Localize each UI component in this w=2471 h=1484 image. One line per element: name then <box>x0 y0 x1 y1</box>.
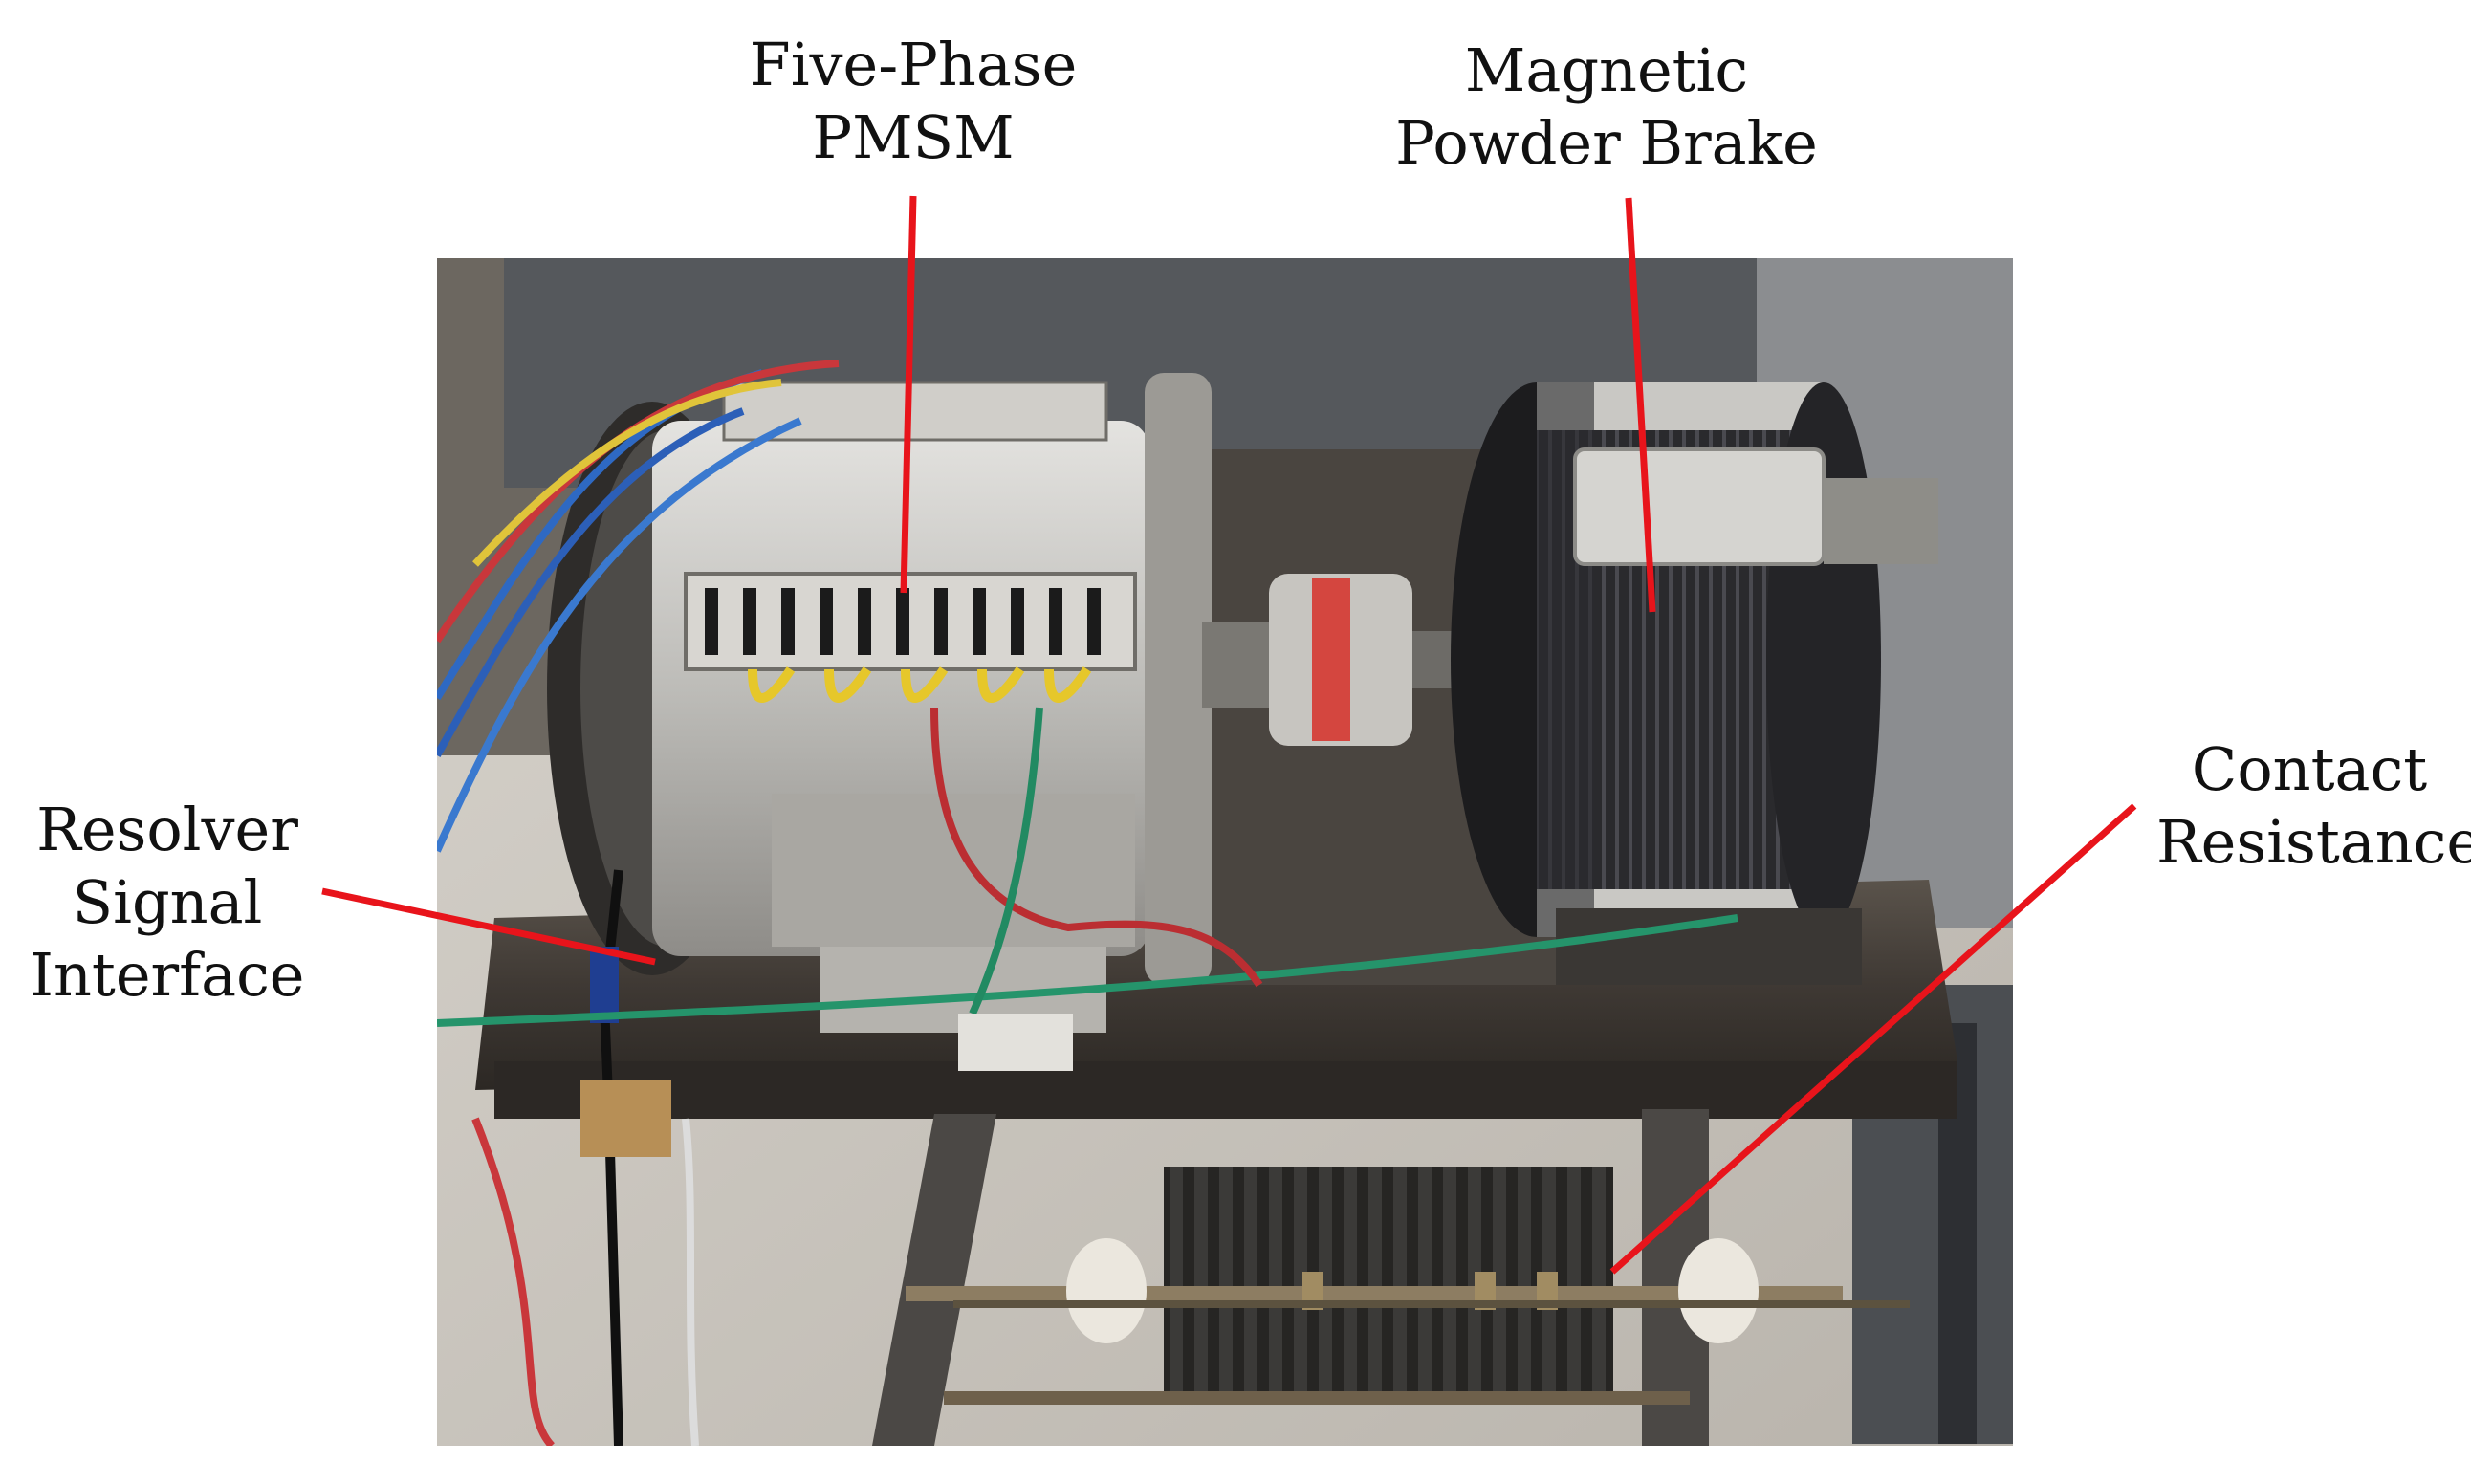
resolver-label-line3: Interface <box>30 940 305 1010</box>
pmsm-label-line2: PMSM <box>812 102 1015 172</box>
brake-label: Magnetic Powder Brake <box>1377 34 1836 180</box>
contact-label-line1: Contact <box>2191 734 2428 804</box>
resolver-label: Resolver Signal Interface <box>19 794 316 1012</box>
resolver-label-line2: Signal <box>72 867 263 937</box>
test-bench-illustration <box>437 258 2013 1446</box>
pmsm-label: Five-Phase PMSM <box>736 29 1090 174</box>
brake-label-line2: Powder Brake <box>1395 108 1818 178</box>
test-bench-photo <box>437 258 2013 1446</box>
contact-label: Contact Resistance <box>2156 733 2471 879</box>
brake-label-line1: Magnetic <box>1464 35 1749 105</box>
resolver-label-line1: Resolver <box>36 795 298 864</box>
pmsm-label-line1: Five-Phase <box>749 30 1078 99</box>
contact-label-line2: Resistance <box>2156 807 2471 877</box>
